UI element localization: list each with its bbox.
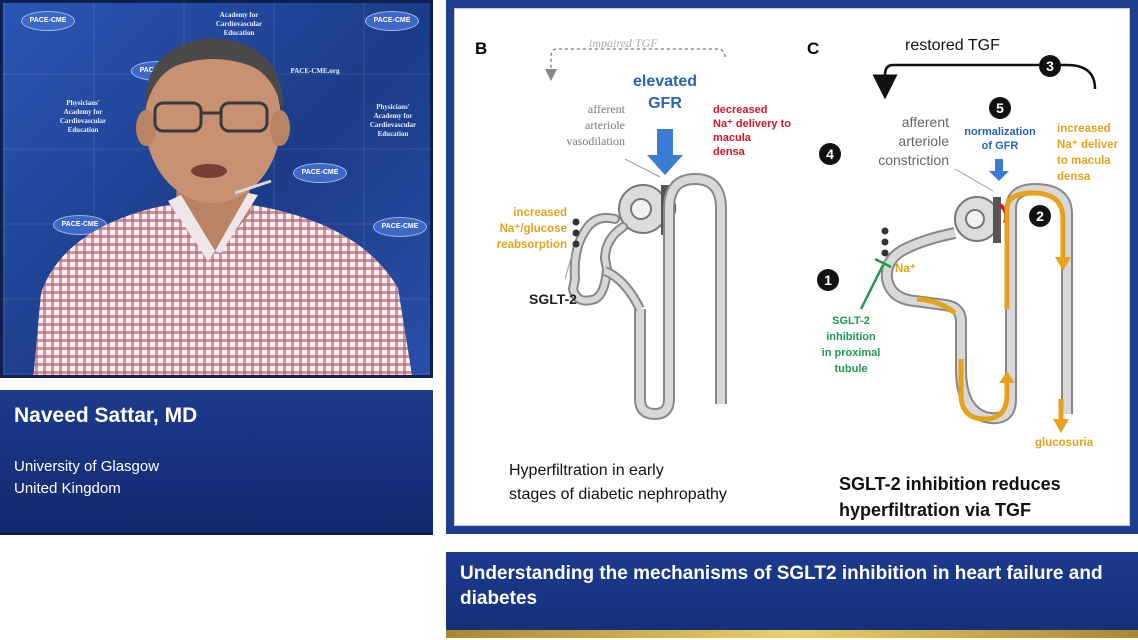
increased-reabsorption-label: increased Na⁺/glucose reabsorption	[496, 207, 567, 251]
pace-logo: PACE-CME	[53, 215, 107, 235]
nephron-diagrams	[545, 48, 1097, 433]
speaker-figure	[33, 38, 413, 375]
presentation-slide: B impaired TGF afferent arteriole vasodi…	[446, 0, 1138, 534]
speaker-video: PACE-CME PACE-CME PACE-CME PACE-CME PACE…	[0, 0, 433, 378]
elevated-gfr-label: elevated GFR	[632, 73, 698, 112]
speaker-affiliation: University of Glasgow United Kingdom	[14, 456, 159, 500]
affiliation-line: University of Glasgow	[14, 458, 160, 475]
decreased-na-label: decreased Na⁺ delivery to macula densa	[713, 104, 791, 158]
afferent-constriction-label: afferent arteriole constriction	[878, 114, 949, 168]
step-badge-1: 1	[817, 269, 839, 291]
step-badge-5: 5	[989, 97, 1011, 119]
slide-content: B impaired TGF afferent arteriole vasodi…	[454, 8, 1130, 526]
backdrop-text: Academy for Cardiovascular Education	[215, 11, 263, 37]
gold-stripe	[446, 630, 1138, 638]
speaker-name-card: Naveed Sattar, MD University of Glasgow …	[0, 390, 433, 535]
sglt2-label: SGLT-2	[529, 291, 577, 307]
pace-logo: PACE-CME	[373, 217, 427, 237]
sglt2-inhibition-label: SGLT-2 inhibition in proximal tubule	[821, 315, 881, 375]
backdrop-text: PACE-CME.org	[290, 67, 340, 75]
normalization-gfr-label: normalization of GFR	[964, 126, 1036, 152]
panel-c-letter: C	[807, 39, 820, 58]
lecture-title: Understanding the mechanisms of SGLT2 in…	[460, 563, 1103, 609]
panel-b-nephron	[545, 48, 727, 421]
pace-logo: PACE-CME	[365, 11, 419, 31]
pace-logo: PACE-CME	[293, 163, 347, 183]
lecture-title-bar: Understanding the mechanisms of SGLT2 in…	[446, 552, 1138, 638]
affiliation-line: United Kingdom	[14, 480, 121, 497]
backdrop-text: Physicians' Academy for Cardiovascular E…	[369, 103, 417, 138]
panel-b-caption: Hyperfiltration in early stages of diabe…	[509, 462, 727, 503]
impaired-tgf-label: impaired TGF	[589, 36, 658, 50]
step-badge-2: 2	[1029, 205, 1051, 227]
afferent-vasodilation-label: afferent arteriole vasodilation	[566, 102, 625, 148]
speaker-name: Naveed Sattar, MD	[14, 404, 198, 427]
step-badge-3: 3	[1039, 55, 1061, 77]
step-badge-4: 4	[819, 143, 841, 165]
panel-b-letter: B	[475, 39, 488, 58]
panel-c-caption: SGLT-2 inhibition reduces hyperfiltratio…	[839, 474, 1061, 520]
backdrop-text: Physicians' Academy for Cardiovascular E…	[59, 99, 107, 134]
glucosuria-label: glucosuria	[1035, 437, 1094, 449]
pace-logo: PACE-CME	[21, 11, 75, 31]
na-label: Na⁺	[895, 263, 916, 275]
restored-tgf-label: restored TGF	[905, 37, 1000, 54]
increased-na-delivery-label: increased Na⁺ deliver to macula densa	[1057, 123, 1119, 183]
panel-c-nephron	[859, 63, 1097, 433]
